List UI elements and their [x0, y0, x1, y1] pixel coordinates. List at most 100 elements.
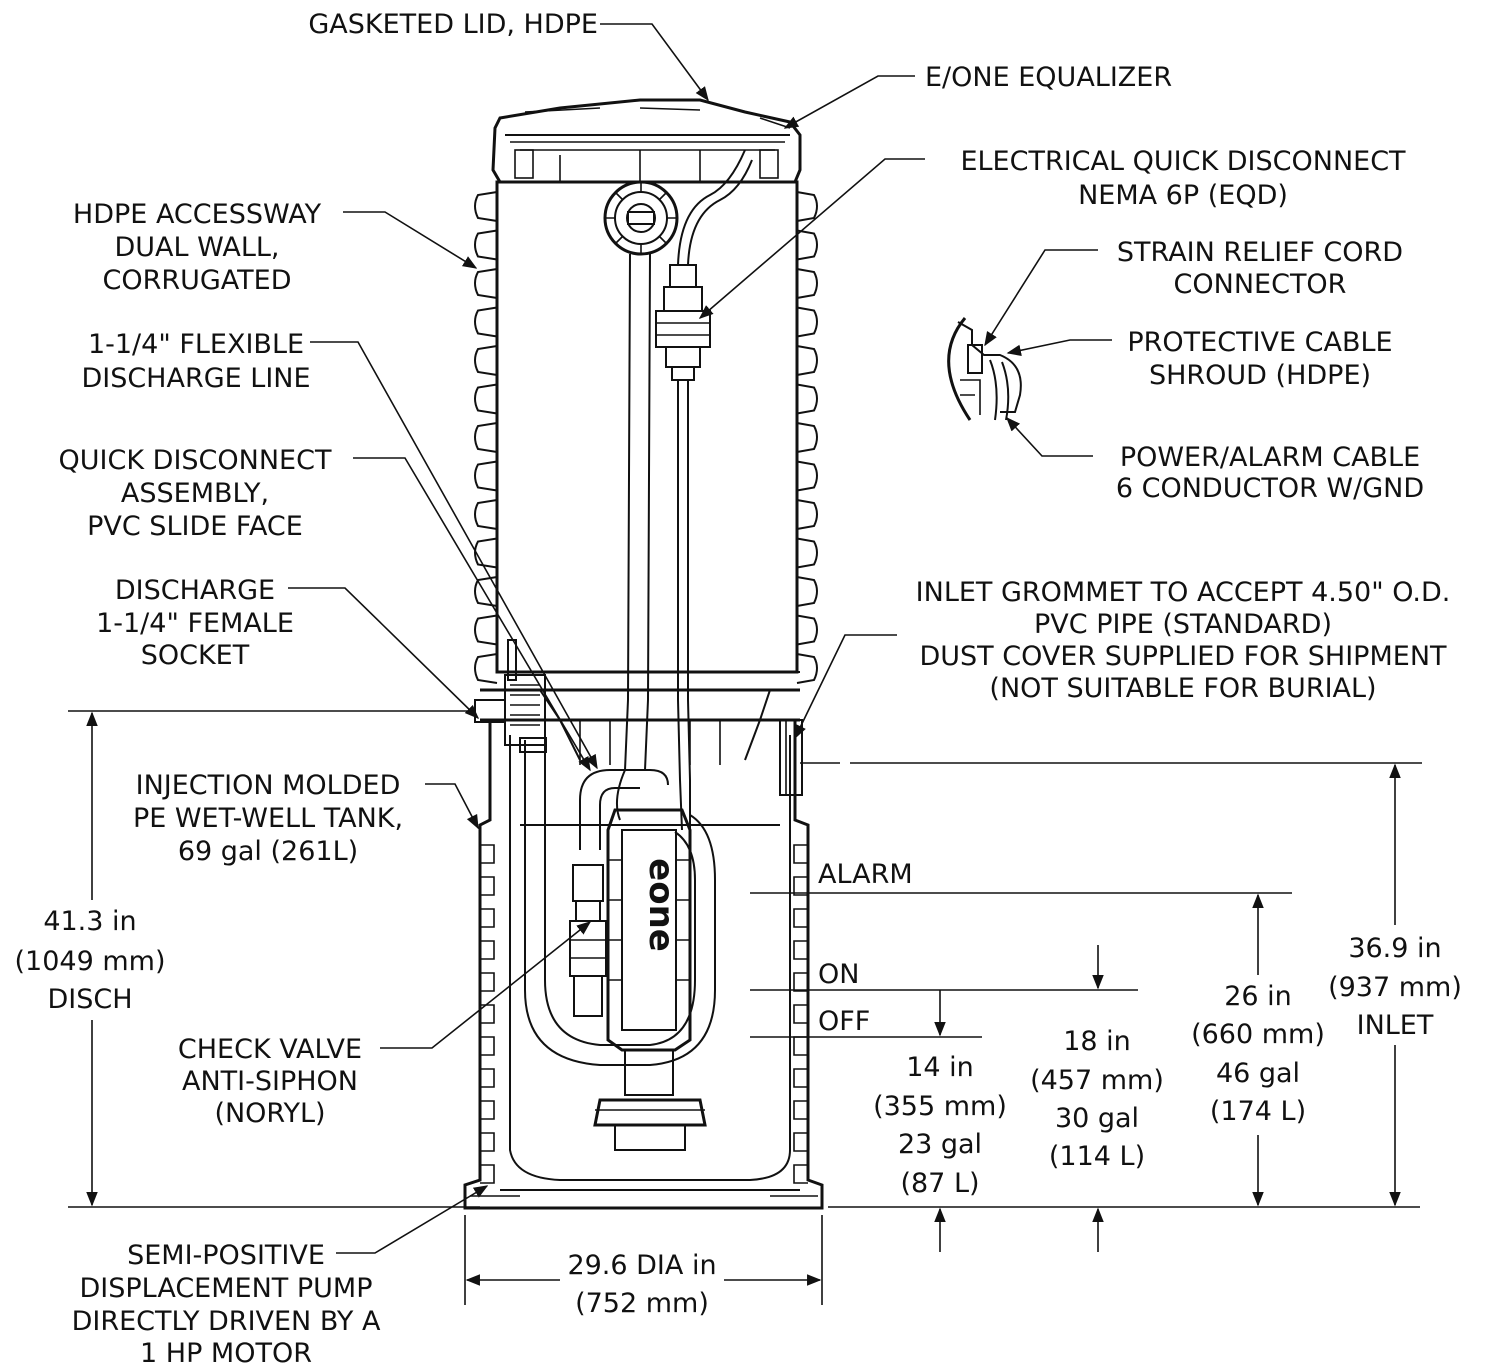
on-dim-line4: (114 L): [1049, 1141, 1145, 1172]
disch-dim-line2: (1049 mm): [15, 946, 166, 977]
level-labels: ALARM ON OFF: [818, 859, 913, 1037]
tank-rib: [480, 940, 495, 960]
corrugation-rib: [796, 422, 818, 453]
tank-rib: [793, 940, 808, 960]
power-alarm-cable: [615, 149, 753, 831]
inlet-dim-line1: 36.9 in: [1348, 933, 1441, 964]
diameter-dim-line2: (752 mm): [575, 1288, 709, 1319]
strain-relief-label-line1: STRAIN RELIEF CORD: [1117, 237, 1403, 268]
alarm-level-label: ALARM: [818, 859, 913, 890]
tank-rib: [480, 1036, 495, 1056]
corrugation-rib: [796, 383, 818, 415]
shroud-label-line1: PROTECTIVE CABLE: [1127, 327, 1392, 358]
check-valve: [569, 864, 607, 1017]
check-valve-label-line1: CHECK VALVE: [178, 1034, 362, 1065]
corrugation-rib: [796, 306, 818, 338]
leader-lines: [288, 23, 1112, 1254]
tank-rib: [480, 876, 495, 896]
corrugation-rib: [474, 229, 498, 261]
inlet-label-line2: PVC PIPE (STANDARD): [1034, 609, 1332, 640]
corrugation-rib: [796, 614, 818, 646]
inlet-label-line3: DUST COVER SUPPLIED FOR SHIPMENT: [919, 641, 1447, 672]
strain-relief-label-line2: CONNECTOR: [1174, 269, 1347, 300]
accessway-label-line1: HDPE ACCESSWAY: [73, 199, 322, 230]
tank-rib: [793, 1164, 808, 1184]
qd-label-line1: QUICK DISCONNECT: [59, 445, 332, 476]
corrugation-rib: [796, 345, 818, 376]
corrugation-rib: [796, 460, 818, 492]
corrugation-rib: [474, 653, 498, 684]
corrugation-rib: [474, 191, 498, 222]
corrugation-rib: [474, 345, 498, 376]
tank-label-line2: PE WET-WELL TANK,: [133, 803, 403, 834]
corrugation-rib: [796, 537, 818, 569]
tank-label-line3: 69 gal (261L): [178, 836, 358, 867]
tank-label-line1: INJECTION MOLDED: [136, 770, 401, 801]
dimension-texts: 41.3 in (1049 mm) DISCH 36.9 in (937 mm)…: [15, 906, 1462, 1319]
discharge-label-line1: DISCHARGE: [115, 575, 275, 606]
tank-rib: [480, 1132, 495, 1152]
inlet-label-line4: (NOT SUITABLE FOR BURIAL): [989, 673, 1376, 704]
corrugation-rib: [474, 614, 498, 646]
eqd-label-line2: NEMA 6P (EQD): [1078, 180, 1288, 211]
on-dim-line3: 30 gal: [1055, 1103, 1139, 1134]
inlet-label-line1: INLET GROMMET TO ACCEPT 4.50" O.D.: [916, 577, 1451, 608]
disch-dim-line3: DISCH: [47, 984, 132, 1015]
check-valve-label-line2: ANTI-SIPHON: [182, 1066, 358, 1097]
inlet-dim-line3: INLET: [1357, 1010, 1434, 1041]
tank-rib: [793, 1036, 808, 1056]
eone-equalizer: [603, 180, 679, 256]
off-dim-line4: (87 L): [900, 1168, 979, 1199]
tank-rib: [793, 1100, 808, 1120]
discharge-label-line2: 1-1/4" FEMALE: [96, 608, 294, 639]
wet-well-tank: [463, 720, 824, 1210]
tank-rib: [480, 908, 495, 928]
corrugation-rib: [474, 499, 498, 530]
pump-label-line1: SEMI-POSITIVE: [127, 1240, 325, 1271]
qd-label-line2: ASSEMBLY,: [121, 478, 269, 509]
corrugation-rib: [796, 229, 818, 261]
tank-rib: [793, 972, 808, 992]
tank-rib: [793, 908, 808, 928]
flex-line-label-line1: 1-1/4" FLEXIBLE: [88, 329, 304, 360]
tank-rib: [480, 972, 495, 992]
corrugation-rib: [474, 422, 498, 453]
tank-rib: [480, 844, 495, 864]
off-dim-line1: 14 in: [906, 1052, 974, 1083]
eone-logo-text: eone: [641, 858, 681, 952]
pump-label-line2: DISPLACEMENT PUMP: [80, 1273, 373, 1304]
shroud-label-line2: SHROUD (HDPE): [1149, 360, 1371, 391]
corrugation-rib: [474, 306, 498, 338]
disch-dim-line1: 41.3 in: [43, 906, 136, 937]
accessway-label-line3: CORRUGATED: [102, 265, 291, 296]
off-level-label: OFF: [818, 1006, 870, 1037]
electrical-quick-disconnect: [655, 264, 711, 381]
tank-rib: [793, 1004, 808, 1024]
tank-rib: [480, 1164, 495, 1184]
corrugation-rib: [796, 268, 818, 299]
off-dim-line2: (355 mm): [873, 1091, 1007, 1122]
inlet-dim-line2: (937 mm): [1328, 972, 1462, 1003]
on-dim-line2: (457 mm): [1030, 1065, 1164, 1096]
strain-relief-detail: [947, 317, 1022, 421]
callout-texts: GASKETED LID, HDPE E/ONE EQUALIZER ELECT…: [59, 9, 1451, 1369]
corrugation-rib: [796, 576, 818, 607]
corrugation-rib: [474, 460, 498, 492]
accessway-label-line2: DUAL WALL,: [114, 232, 279, 263]
tank-rib: [793, 1068, 808, 1088]
on-level-label: ON: [818, 959, 859, 990]
qd-label-line3: PVC SLIDE FACE: [87, 511, 303, 542]
eqd-label-line1: ELECTRICAL QUICK DISCONNECT: [960, 146, 1406, 177]
check-valve-label-line3: (NORYL): [214, 1098, 325, 1129]
off-dim-line3: 23 gal: [898, 1129, 982, 1160]
corrugation-rib: [474, 268, 498, 299]
diameter-dim-line1: 29.6 DIA in: [567, 1250, 716, 1281]
gasketed-lid: [491, 98, 802, 184]
pump-label-line4: 1 HP MOTOR: [140, 1338, 312, 1369]
alarm-dim-line3: 46 gal: [1216, 1058, 1300, 1089]
corrugation-rib: [474, 537, 498, 569]
pump-label-line3: DIRECTLY DRIVEN BY A: [72, 1306, 381, 1337]
tank-rib: [480, 1100, 495, 1120]
tank-rib: [793, 844, 808, 864]
hdpe-accessway: [474, 180, 818, 722]
